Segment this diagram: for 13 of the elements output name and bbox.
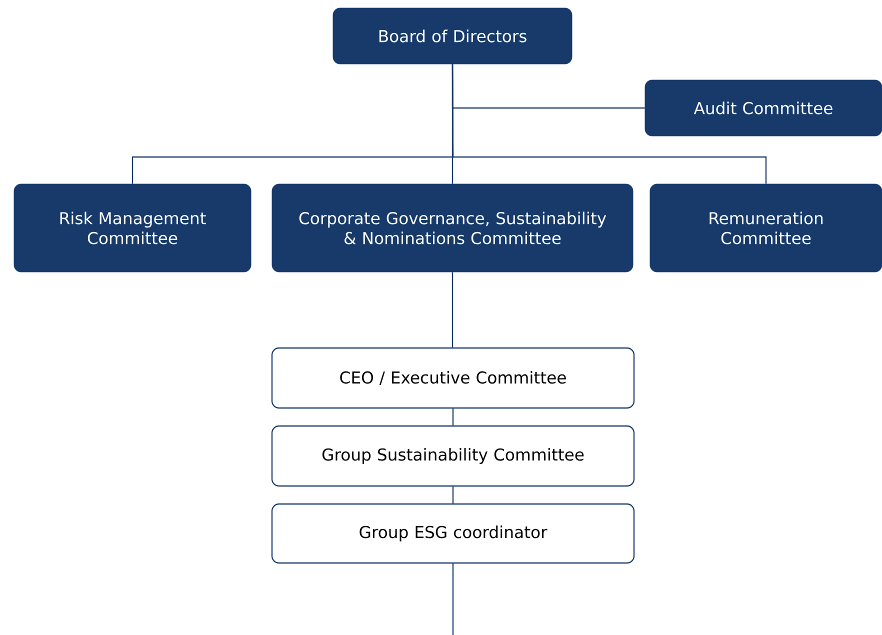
- committee-box: Remuneration Committee: [650, 184, 882, 272]
- committee-box: Risk Management Committee: [14, 184, 252, 272]
- committee-box: Audit Committee: [644, 80, 882, 136]
- connector-line: [452, 486, 454, 504]
- committee-box: CEO / Executive Committee: [271, 347, 635, 409]
- connector-line: [452, 564, 454, 635]
- committee-box: Group Sustainability Committee: [271, 425, 635, 487]
- committee-box: Corporate Governance, Sustainability & Nominations Committee: [272, 184, 634, 272]
- connector-line: [452, 272, 454, 348]
- connector-line: [452, 408, 454, 426]
- committee-box: Board of Directors: [332, 8, 572, 64]
- connector-line: [452, 64, 767, 184]
- committee-box: Group ESG coordinator: [271, 503, 635, 564]
